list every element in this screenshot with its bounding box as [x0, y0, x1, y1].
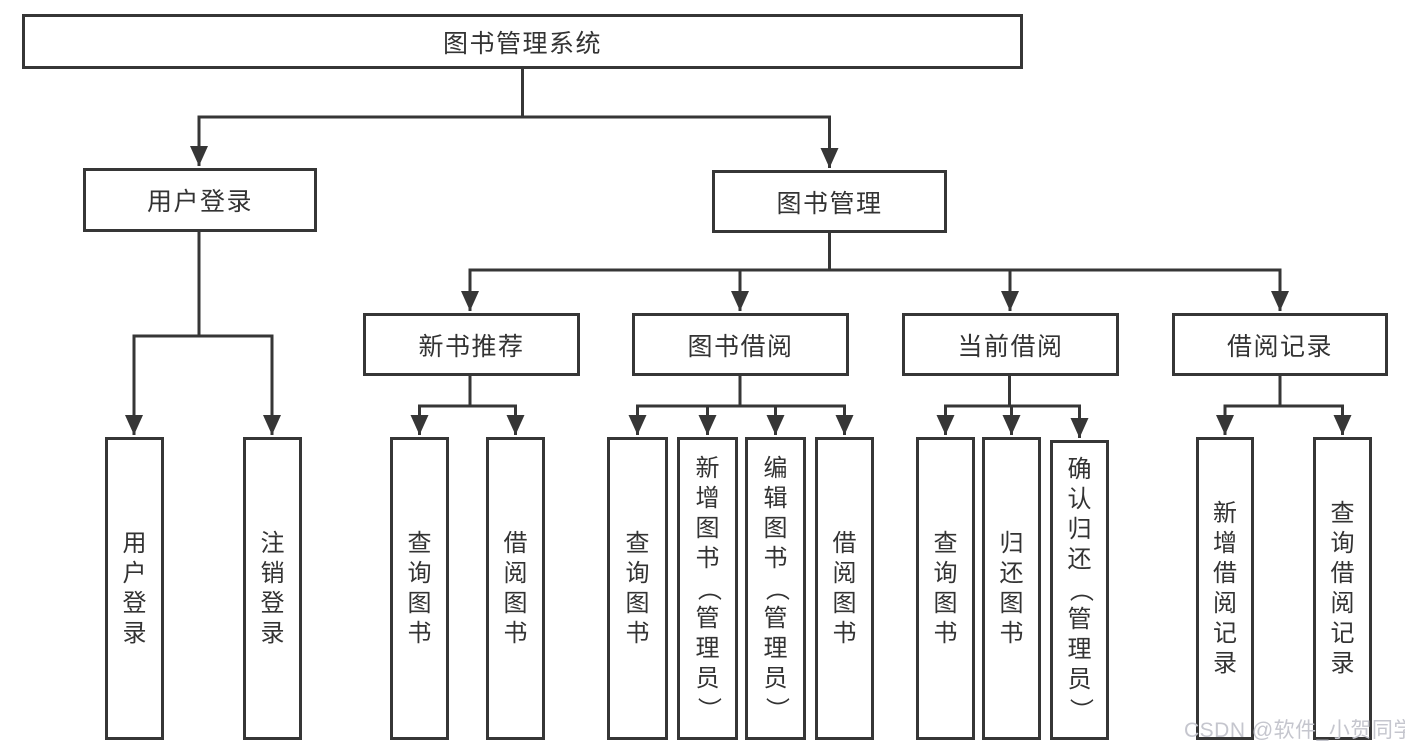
node-label: 借阅图书	[503, 529, 528, 647]
node-label: 图书管理	[776, 189, 883, 218]
leaf-add-book-admin: 新增图书（管理员）	[677, 437, 738, 740]
leaf-query-books-3: 查询图书	[916, 437, 975, 740]
leaf-query-books-2: 查询图书	[607, 437, 668, 740]
leaf-return-books: 归还图书	[982, 437, 1041, 740]
node-label: 编辑图书（管理员）	[762, 454, 790, 721]
node-user-login: 用户登录	[83, 168, 317, 232]
node-label: 借阅记录	[1226, 332, 1333, 361]
node-book-borrowing: 图书借阅	[632, 313, 849, 376]
node-library-management-system: 图书管理系统	[22, 14, 1023, 69]
node-label: 新增借阅记录	[1213, 499, 1237, 677]
leaf-query-borrow-record: 查询借阅记录	[1313, 437, 1372, 740]
node-label: 查询图书	[625, 529, 650, 647]
leaf-query-books-1: 查询图书	[390, 437, 449, 740]
node-current-borrowing: 当前借阅	[902, 313, 1119, 376]
node-label: 用户登录	[122, 529, 147, 647]
node-label: 借阅图书	[832, 529, 857, 647]
leaf-logout: 注销登录	[243, 437, 302, 740]
leaf-add-borrow-record: 新增借阅记录	[1196, 437, 1254, 740]
node-label: 用户登录	[146, 188, 253, 216]
node-new-book-recommend: 新书推荐	[363, 313, 580, 376]
node-label: 图书借阅	[687, 332, 794, 361]
leaf-edit-book-admin: 编辑图书（管理员）	[745, 437, 806, 740]
leaf-user-login: 用户登录	[105, 437, 164, 740]
node-book-management: 图书管理	[712, 170, 947, 233]
node-label: 注销登录	[260, 529, 285, 647]
node-label: 新书推荐	[418, 332, 525, 361]
node-borrowing-records: 借阅记录	[1172, 313, 1388, 376]
leaf-borrow-books-1: 借阅图书	[486, 437, 545, 740]
node-label: 查询图书	[933, 529, 958, 647]
node-label: 归还图书	[999, 529, 1024, 647]
leaf-confirm-return-admin: 确认归还（管理员）	[1050, 440, 1109, 740]
node-label: 查询借阅记录	[1330, 499, 1355, 677]
node-label: 图书管理系统	[442, 29, 602, 58]
leaf-borrow-books-2: 借阅图书	[815, 437, 874, 740]
node-label: 当前借阅	[957, 332, 1064, 361]
node-label: 确认归还（管理员）	[1066, 456, 1094, 722]
node-label: 查询图书	[407, 529, 432, 647]
csdn-watermark: CSDN @软件_小贺同学	[1184, 719, 1405, 742]
node-label: 新增图书（管理员）	[694, 454, 722, 721]
